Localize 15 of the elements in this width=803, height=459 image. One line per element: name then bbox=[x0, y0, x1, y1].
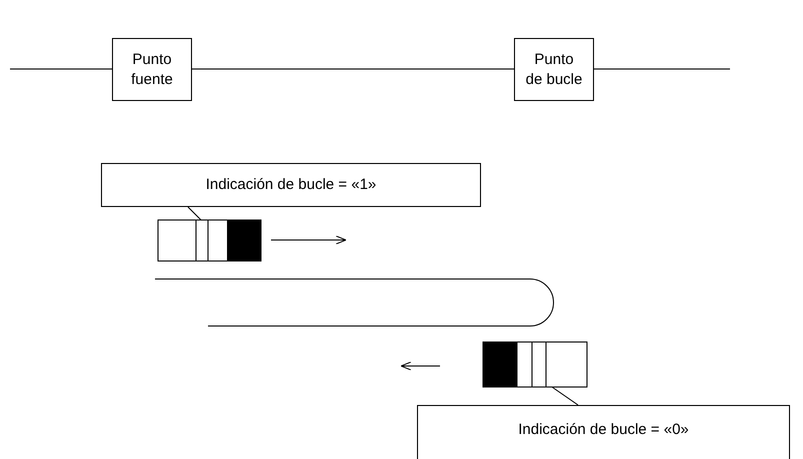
source-point-box bbox=[112, 38, 192, 101]
callout-text: Indicación de bucle = «1» bbox=[206, 175, 376, 195]
cell-drawing bbox=[158, 220, 262, 262]
connection-line bbox=[594, 68, 730, 70]
leader-line bbox=[552, 386, 578, 406]
callout-box bbox=[417, 405, 790, 459]
connection-line bbox=[192, 68, 514, 70]
leader-line bbox=[188, 206, 202, 220]
callout-text: Indicación de bucle = «0» bbox=[518, 420, 689, 440]
node-label: Punto fuente bbox=[130, 50, 174, 90]
cell-drawing bbox=[482, 342, 588, 388]
node-label: Punto de bucle bbox=[524, 50, 584, 90]
callout-box bbox=[101, 163, 481, 207]
connection-line bbox=[10, 68, 112, 70]
loop-point-box bbox=[514, 38, 594, 101]
